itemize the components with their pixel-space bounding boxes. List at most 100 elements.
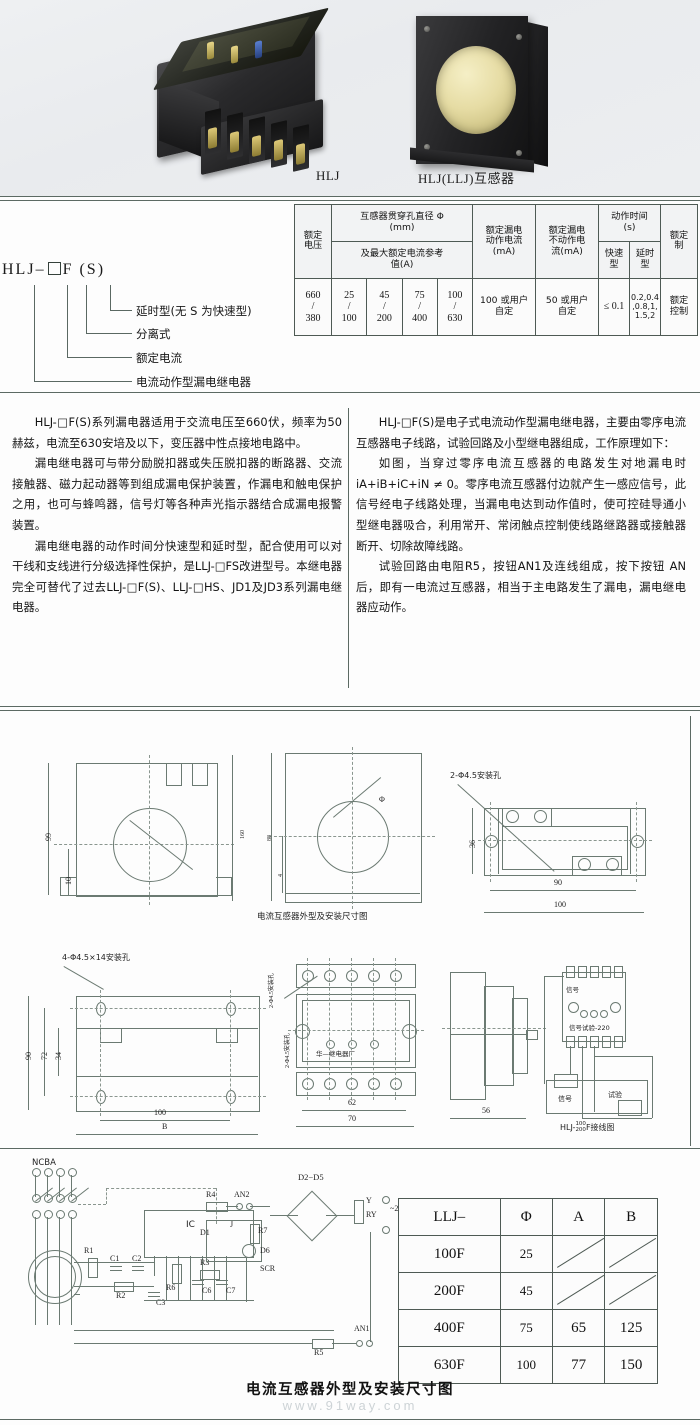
dim-relay-72: 72 [40, 1052, 49, 1060]
spec-h-bore: 互感器贯穿孔直径 Φ (mm) [331, 204, 473, 242]
photo-hlj-relay [143, 7, 365, 176]
dim-th-model: LLJ– [398, 1198, 501, 1236]
drawing-relay-side: 56 [440, 962, 550, 1142]
spec-v-control: 额定 控制 [660, 277, 698, 337]
spec-data-row: 660 / 380 25 / 100 45 / 200 75 / 400 100 [294, 277, 698, 337]
schematic-label-y: Y [366, 1196, 372, 1205]
schematic-label-r6: R6 [166, 1283, 176, 1292]
dim-model-200f: 200F [398, 1272, 501, 1310]
dim-b-200f [604, 1272, 658, 1310]
dimension-table: LLJ– Φ A B 100F 25 200F 45 400F 75 65 12… [398, 1198, 658, 1384]
model-code-string: HLJ–F (S) [2, 261, 105, 279]
spec-v-action-current: 100 或用户 自定 [472, 277, 536, 337]
drawing-mounting-plate: 2-Φ4.5安装孔 36 90 100 [438, 770, 688, 935]
dim-a-400f: 65 [552, 1309, 606, 1347]
drawing-wiring: 信号 信号试验-220 信号 试验 HLJ- 100 200 F接线图 [536, 962, 696, 1147]
model-designation-diagram: HLJ–F (S) 延时型(无 S 为快速型) 分离式 额定电流 电流动作型漏电… [0, 255, 292, 389]
divider-before-schematic [0, 1148, 700, 1149]
spec-h-max-current: 及最大额定电流参考 值(A) [331, 240, 473, 279]
spec-h-voltage: 额定 电压 [294, 204, 332, 279]
dim-b-630f: 150 [604, 1346, 658, 1384]
column-separator [348, 408, 349, 688]
brand-label: 华—继电器厂 [316, 1050, 355, 1058]
product-photo-band: HLJ HLJ(LLJ)互感器 [0, 0, 700, 196]
dimension-table-row: 100F 25 [398, 1235, 658, 1273]
spec-h-nonaction-current: 额定漏电 不动作电 流(mA) [535, 204, 599, 279]
dim-b-100f [604, 1235, 658, 1273]
spec-header-row-1: 额定 电压 互感器贯穿孔直径 Φ (mm) 额定漏电 动作电流 (mA) 额定漏… [294, 204, 698, 279]
dim-relay-90: 90 [24, 1052, 33, 1060]
dim-side-56: 56 [482, 1106, 490, 1115]
divider-top [0, 196, 700, 197]
schematic-label-r2: R2 [116, 1291, 126, 1300]
model-s: (S) [79, 261, 106, 278]
schematic-label-d6: D6 [260, 1246, 270, 1255]
drawing-ct-side-view: Φ 88 4 电流互感器外型及安装尺寸图 [255, 745, 435, 940]
para-right-2: 如图，当穿过零序电流互感器的电路发生对地漏电时iA+iB+iC+iN ≠ 0。零… [356, 456, 686, 553]
para-left-2: 漏电继电器可与带分励脱扣器或失压脱扣器的断路器、交流接触器、磁力起动器等到组成漏… [12, 456, 342, 532]
schematic-label-r7: R7 [258, 1226, 268, 1235]
dim-th-b: B [604, 1198, 658, 1236]
schematic-label-an2: AN2 [234, 1190, 250, 1199]
spec-h-action-time: 动作时间 (s) [598, 204, 661, 242]
dim-plan-70: 70 [348, 1114, 356, 1123]
photo-caption-left: HLJ [316, 168, 340, 183]
model-label-delay: 延时型(无 S 为快速型) [136, 304, 252, 318]
dim-ct-side-88: 88 [267, 835, 273, 841]
dim-relay-100: 100 [154, 1108, 166, 1117]
model-f: F [62, 261, 74, 278]
wiring-label-test-bottom: 试验 [608, 1091, 622, 1099]
dim-ct-foot-10: 10 [64, 877, 73, 885]
drawing-circuit-schematic: NCBA IC [14, 1158, 412, 1370]
spec-v-voltage: 660 / 380 [294, 277, 332, 337]
wiring-caption: HLJ- 100 200 F接线图 [560, 1121, 615, 1133]
page-bottom-caption: 电流互感器外型及安装尺寸图 [246, 1382, 454, 1398]
spec-h-delay-type: 延时 型 [629, 240, 661, 279]
divider-top2 [0, 200, 700, 201]
dim-model-100f: 100F [398, 1235, 501, 1273]
dim-plate-90: 90 [554, 878, 562, 887]
dim-phi-630f: 100 [499, 1346, 554, 1384]
schematic-label-c7: C7 [226, 1286, 236, 1295]
schematic-label-d1: D1 [200, 1228, 210, 1237]
divider-after-table [0, 392, 700, 393]
dim-b-400f: 125 [604, 1309, 658, 1347]
text-column-right: HLJ-□F(S)是电子式电流动作型漏电继电器，主要由零序电流互感器电子线路，试… [356, 412, 686, 618]
label-relay-right-hole: 2-Φ4.5安装孔 [269, 973, 275, 1008]
dimension-table-row: 400F 75 65 125 [398, 1309, 658, 1347]
divider-before-drawings2 [0, 710, 700, 711]
schematic-label-r5: R5 [314, 1348, 324, 1357]
schematic-label-j: J [230, 1220, 234, 1229]
model-label-separate: 分离式 [136, 327, 171, 341]
dimension-table-header-row: LLJ– Φ A B [398, 1198, 658, 1236]
schematic-label-ry: RY [366, 1210, 377, 1219]
drawing-ct-front-view: 99 10 160 [18, 745, 248, 940]
dim-model-400f: 400F [398, 1309, 501, 1347]
schematic-label-c2: C2 [132, 1254, 142, 1263]
spec-v-bore-1: 25 / 100 [330, 277, 368, 337]
schematic-label-r1: R1 [84, 1246, 94, 1255]
label-4phi45x14-hole: 4-Φ4.5×14安装孔 [62, 953, 130, 962]
spec-v-fast: ≤ 0.1 [598, 277, 630, 337]
spec-v-bore-4: 100 / 630 [436, 277, 474, 337]
spec-h-rated-control: 额定 制 [660, 204, 698, 279]
dim-plate-36: 36 [468, 840, 477, 848]
model-label-relay-type: 电流动作型漏电继电器 [136, 375, 251, 389]
spec-v-nonaction-current: 50 或用户 自定 [535, 277, 599, 337]
dim-phi-100f: 25 [499, 1235, 554, 1273]
model-blank-box [47, 262, 61, 275]
dimension-table-row: 200F 45 [398, 1272, 658, 1310]
schematic-label-bridge: D2−D5 [298, 1172, 324, 1182]
dim-a-100f [552, 1235, 606, 1273]
dim-plate-100: 100 [554, 900, 566, 909]
schematic-label-r4: R4 [206, 1190, 216, 1199]
dim-relay-34: 34 [54, 1052, 63, 1060]
dim-plan-62: 62 [348, 1098, 356, 1107]
dim-a-200f [552, 1272, 606, 1310]
model-dash: – [35, 261, 46, 278]
dim-model-630f: 630F [398, 1346, 501, 1384]
schematic-label-c3: C3 [156, 1298, 166, 1307]
dim-ct-height-99: 99 [44, 833, 53, 841]
dim-th-phi: Φ [499, 1198, 554, 1236]
